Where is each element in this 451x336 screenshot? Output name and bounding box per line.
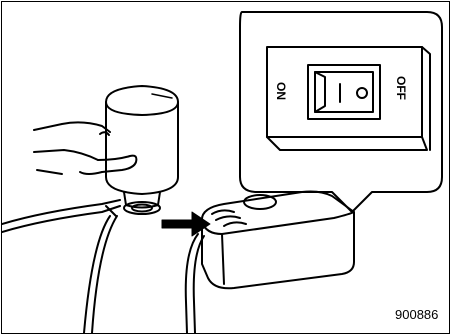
sealant-can — [106, 86, 178, 214]
hand — [34, 122, 136, 174]
hose-down — [84, 206, 117, 333]
switch-label-on: ON — [274, 82, 288, 100]
compressor-box — [202, 192, 354, 289]
hose-left — [2, 200, 120, 232]
switch-label-off: OFF — [394, 76, 408, 100]
rocker-switch — [308, 65, 380, 119]
illustration — [2, 2, 449, 333]
figure-code: 900886 — [395, 307, 438, 322]
